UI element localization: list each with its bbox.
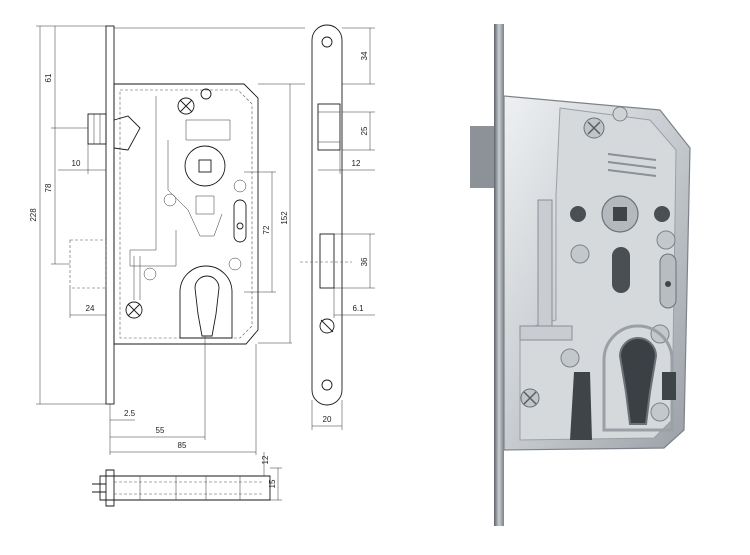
dim-label-12-bottom: 12 [261, 455, 270, 464]
inner-lever [167, 140, 223, 237]
bottom-hidden-lines [114, 481, 264, 495]
dim-label-34: 34 [360, 51, 369, 60]
dim-line-12 [318, 150, 375, 174]
bottom-faceplate [92, 469, 115, 507]
front-lock-case [113, 83, 259, 345]
dim-label-12: 12 [352, 159, 361, 168]
screw-top-cross [179, 99, 193, 113]
dim-line-228 [36, 25, 106, 405]
photo-rib-foot [519, 325, 573, 341]
photo-screw-bottom-cross [523, 391, 537, 405]
dim-line-78 [51, 128, 70, 265]
photo-rib [537, 199, 553, 327]
extension-lines [114, 27, 305, 344]
side-latch-lines [318, 111, 340, 143]
front-mechanism-outline [119, 89, 253, 339]
hole [228, 257, 242, 271]
dim-line-55 [110, 336, 206, 440]
dim-line-6-1 [333, 288, 375, 318]
photo-rivet [612, 106, 628, 122]
dim-line-2-5 [109, 404, 135, 455]
dim-line-24 [69, 288, 106, 318]
photo-hole [654, 206, 670, 222]
inner-rod [133, 256, 141, 300]
dim-line-36 [334, 233, 375, 289]
dim-label-6-1: 6.1 [352, 304, 364, 313]
dim-label-2-5: 2.5 [124, 409, 136, 418]
follower-hub [184, 145, 226, 187]
photo-hole [650, 402, 670, 422]
side-latch-opening [317, 103, 341, 151]
dim-label-152: 152 [280, 211, 289, 225]
side-screw-hole-top [321, 36, 333, 48]
photo-screw-top-cross [587, 121, 601, 135]
photo-faceplate [494, 24, 504, 526]
dim-label-25: 25 [360, 126, 369, 135]
screw-bottom [125, 301, 143, 319]
follower-square [198, 159, 212, 173]
dim-label-61: 61 [44, 73, 53, 82]
dead-bolt [69, 239, 107, 289]
hole [236, 222, 244, 230]
side-screw-slot [320, 319, 334, 333]
hole [143, 267, 157, 281]
latch-bolt-lines [93, 114, 101, 144]
photo-latch [470, 126, 494, 188]
inner-frame [129, 96, 231, 267]
dim-line-15 [270, 467, 282, 501]
photo-hole [560, 348, 580, 368]
dim-line-10 [58, 144, 106, 174]
dim-line-85 [110, 344, 257, 455]
photo-slot [612, 247, 630, 293]
dim-label-85: 85 [178, 441, 187, 450]
dim-label-20: 20 [323, 415, 332, 424]
side-screw-hole-bottom [321, 379, 333, 391]
bottom-body [99, 475, 271, 501]
dim-line-25 [342, 111, 375, 151]
dim-label-55: 55 [156, 426, 165, 435]
front-faceplate [105, 25, 115, 405]
front-view-drawing: 228 61 78 10 24 152 72 2.5 55 85 [29, 25, 305, 455]
photo-cylinder-rim [602, 324, 674, 432]
photo-cutout [570, 372, 592, 440]
side-screw-hole-mid [319, 318, 335, 334]
dim-label-228: 228 [29, 208, 38, 222]
bottom-view-drawing: 15 12 [92, 452, 282, 507]
bottom-section-lines [139, 476, 241, 500]
photo-hole [570, 206, 586, 222]
dim-label-24: 24 [86, 304, 95, 313]
dim-line-34 [342, 27, 375, 85]
dim-label-10: 10 [72, 159, 81, 168]
photo-cylinder-hole [618, 337, 658, 425]
mortise-lock-photo [470, 24, 691, 526]
latch-bolt [87, 113, 107, 145]
side-deadbolt-opening [319, 233, 335, 289]
photo-hole [570, 244, 590, 264]
photo-hole [656, 230, 676, 250]
photo-cutout-right [662, 372, 676, 400]
dim-label-36: 36 [360, 257, 369, 266]
hole [233, 179, 247, 193]
dim-label-78: 78 [44, 183, 53, 192]
dim-label-15: 15 [268, 479, 277, 488]
photo-ridges [607, 153, 657, 177]
slot [233, 199, 247, 243]
dim-line-20 [311, 400, 343, 430]
side-view-drawing: 34 25 12 36 6.1 20 [300, 24, 375, 430]
cylinder-profile [194, 275, 220, 337]
dim-line-61 [51, 26, 88, 129]
photo-pin [665, 281, 671, 287]
dim-label-72: 72 [262, 225, 271, 234]
latch-spring [113, 115, 141, 151]
hole [200, 88, 212, 100]
side-faceplate [311, 24, 343, 406]
photo-follower-square [613, 207, 627, 221]
screw-bottom-cross [127, 303, 141, 317]
screw-top [177, 97, 195, 115]
cylinder-outer [179, 265, 233, 339]
hole [163, 193, 177, 207]
